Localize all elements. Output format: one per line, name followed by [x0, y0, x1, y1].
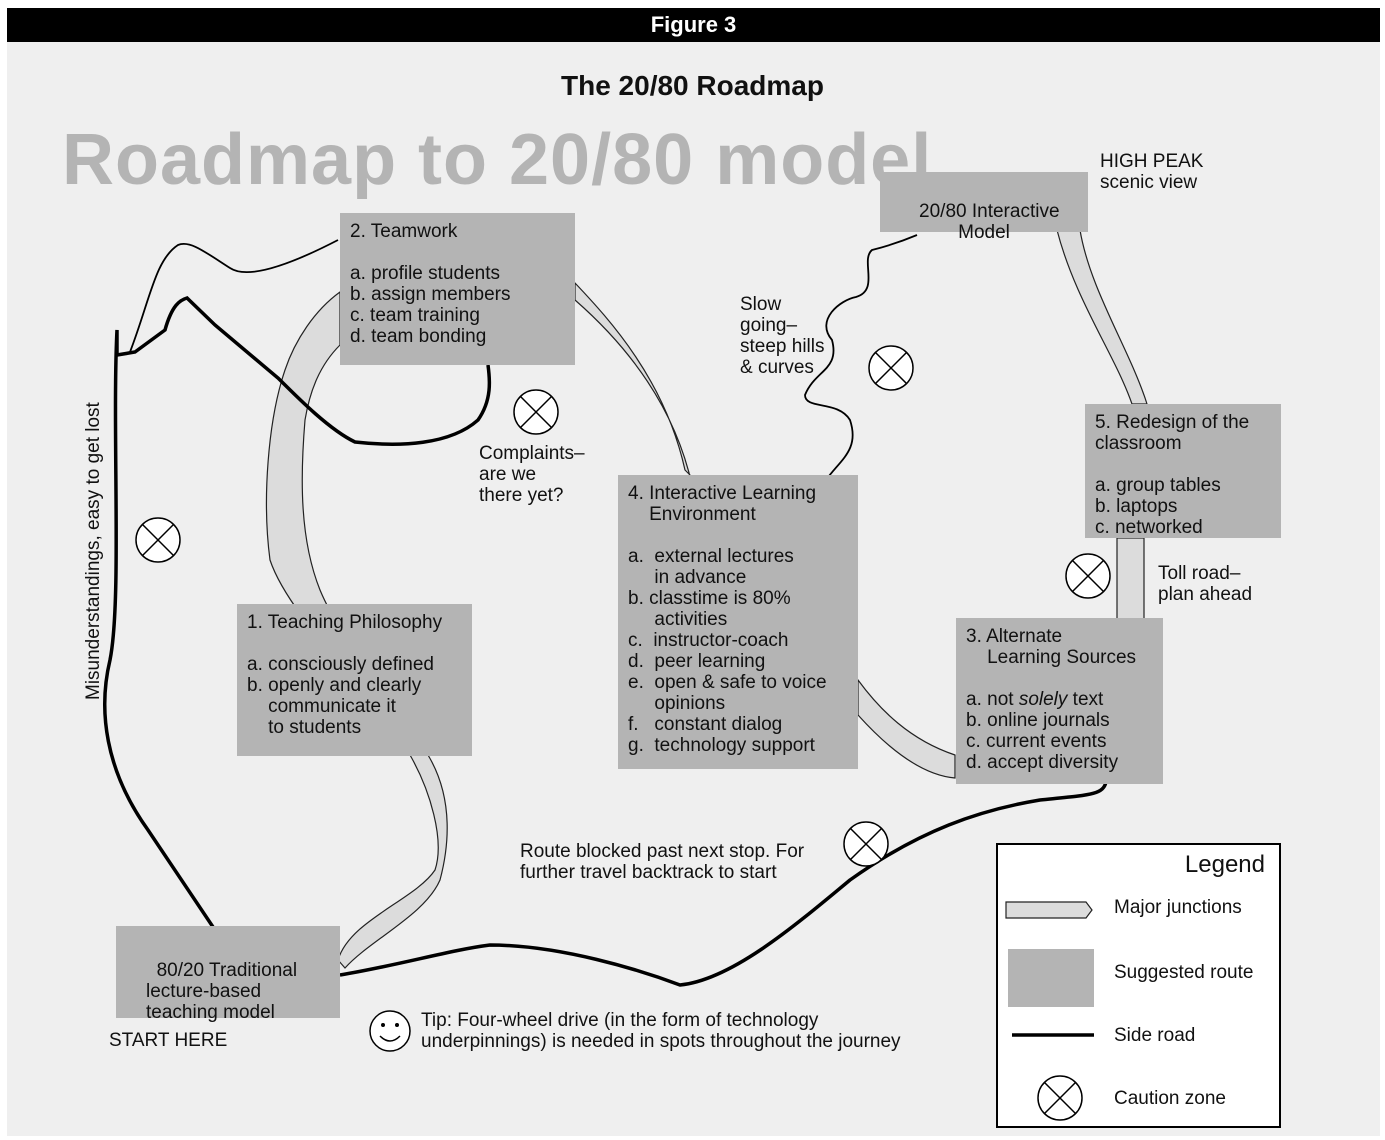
stop-item: a. consciously defined [247, 654, 434, 675]
stop-item: to students [247, 717, 362, 738]
stop-teaching-philosophy: 1. Teaching Philosophy a. consciously de… [237, 604, 472, 756]
slow-going-label: Slow going– steep hills & curves [740, 294, 825, 378]
caution-icon-steep-hills [868, 345, 914, 391]
side-road-left-loop [116, 296, 492, 446]
stop-item: b. classtime is 80% [628, 588, 791, 609]
side-road-thin-top [129, 239, 339, 353]
stop-item: a. group tables [1095, 475, 1221, 496]
figure-subtitle: The 20/80 Roadmap [561, 70, 824, 101]
road-teamwork-to-ile [574, 281, 702, 486]
stop-item: d. team bonding [350, 326, 487, 347]
stop-item: f. constant dialog [628, 714, 783, 735]
roadmap-title: Roadmap to 20/80 model [62, 120, 933, 200]
figure-label: Figure 3 [7, 8, 1380, 42]
stop-item: a. not solely text [966, 689, 1104, 710]
side-road-bottom [339, 781, 1108, 987]
caution-icon-route-blocked [843, 821, 889, 867]
stop-item: communicate it [247, 696, 396, 717]
stop-item: c. instructor-coach [628, 630, 789, 651]
stop-alternate-sources: 3. Alternate Learning Sources a. not sol… [956, 618, 1163, 784]
stop-start: 80/20 Traditional lecture-based teaching… [116, 926, 340, 1023]
legend-symbols [1005, 901, 1094, 1121]
toll-road-label: Toll road– plan ahead [1158, 563, 1253, 605]
stop-item: b. laptops [1095, 496, 1178, 517]
stop-item: b. openly and clearly [247, 675, 422, 696]
complaints-label: Complaints– are we there yet? [479, 443, 585, 506]
start-here-label: START HERE [109, 1030, 228, 1051]
route-blocked-label: Route blocked past next stop. For furthe… [520, 841, 805, 883]
high-peak-label: HIGH PEAK scenic view [1100, 151, 1204, 193]
legend-title: Legend [1184, 851, 1265, 878]
stop-interactive-learning: 4. Interactive Learning Environment a. e… [618, 475, 858, 769]
side-road-start-left [103, 329, 215, 928]
stop-title: 1. Teaching Philosophy [247, 612, 443, 633]
stop-item: b. online journals [966, 710, 1110, 731]
legend-suggested-route-swatch [1008, 949, 1094, 1007]
stop-item: a. external lectures [628, 546, 794, 567]
legend-caution-zone: Caution zone [1114, 1088, 1226, 1109]
caution-icon-misunderstandings [135, 517, 181, 563]
stop-item: a. profile students [350, 263, 500, 284]
stop-title: 2. Teamwork [350, 221, 458, 242]
stop-redesign-classroom: 5. Redesign of the classroom a. group ta… [1085, 404, 1281, 538]
stop-item: e. open & safe to voice [628, 672, 827, 693]
stop-item: activities [628, 609, 728, 630]
stop-item: g. technology support [628, 735, 815, 756]
misunderstandings-label: Misunderstandings, easy to get lost [83, 402, 104, 700]
legend-side-road: Side road [1114, 1025, 1196, 1046]
caution-icon-complaints [513, 389, 559, 435]
caution-icon-toll-road [1065, 553, 1111, 599]
stop-title: 4. Interactive Learning Environment [628, 483, 817, 525]
stop-teamwork: 2. Teamwork a. profile students b. assig… [340, 213, 575, 365]
stop-title: 5. Redesign of the classroom [1095, 412, 1250, 454]
stop-item: c. current events [966, 731, 1107, 752]
stop-item: d. peer learning [628, 651, 766, 672]
legend: Legend Major junctions Suggested route S… [996, 843, 1281, 1128]
stop-item: c. networked [1095, 517, 1203, 538]
stop-item: opinions [628, 693, 726, 714]
stop-item: c. team training [350, 305, 480, 326]
smiley-icon [369, 1010, 411, 1052]
road-redesign-to-model [1056, 229, 1148, 405]
legend-major-junctions: Major junctions [1114, 897, 1242, 918]
stop-item: d. accept diversity [966, 752, 1119, 773]
stop-goal-model: 20/80 Interactive Model [880, 172, 1088, 243]
tip-label: Tip: Four-wheel drive (in the form of te… [421, 1010, 901, 1052]
stop-title: 3. Alternate Learning Sources [966, 626, 1137, 668]
stop-item: b. assign members [350, 284, 511, 305]
side-road-steep-hills [804, 234, 918, 481]
road-ile-to-sources [857, 678, 956, 779]
stop-item: in advance [628, 567, 747, 588]
legend-suggested-route: Suggested route [1114, 962, 1254, 983]
legend-major-junction-icon [1005, 901, 1093, 919]
legend-caution-icon [1037, 1075, 1083, 1121]
road-sources-to-redesign [1116, 537, 1145, 621]
